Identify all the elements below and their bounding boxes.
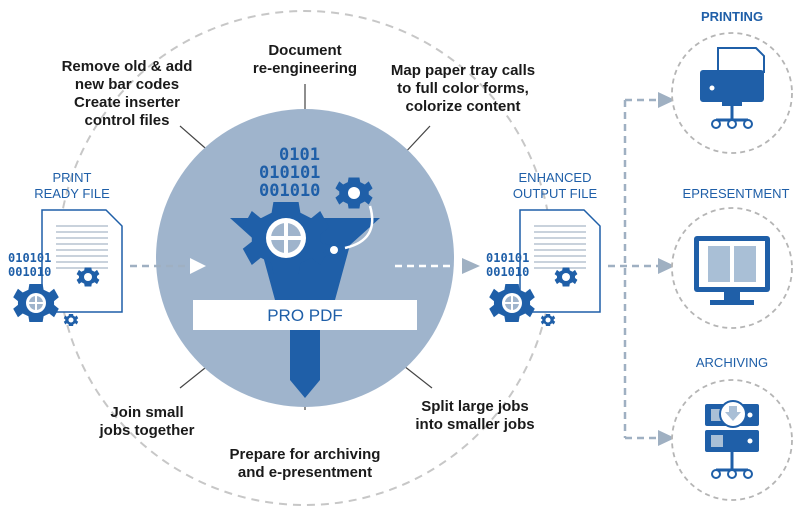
label-split-large-jobs: Split large jobs into smaller jobs	[415, 398, 535, 433]
center-binary-line-3: 001010	[259, 181, 320, 201]
document-icon	[519, 209, 601, 313]
pro-pdf-label: PRO PDF	[267, 306, 343, 325]
label-join-small-jobs: Join small jobs together	[99, 404, 195, 439]
download-icon	[719, 400, 747, 428]
output-binary-line-2: 001010	[486, 265, 529, 279]
funnel-spout	[290, 330, 320, 398]
flow-arrow-out	[395, 258, 480, 274]
distribution-connector	[608, 98, 660, 440]
input-binary-line-1: 010101	[8, 251, 51, 265]
input-file-title: PRINT READY FILE	[34, 170, 110, 201]
center-binary-line-1: 0101	[279, 145, 320, 165]
document-icon	[41, 209, 123, 313]
label-prepare-archiving: Prepare for archiving and e-presentment	[229, 446, 381, 481]
pro-pdf-banner	[193, 300, 417, 330]
label-document-reengineering: Document re-engineering	[252, 42, 358, 77]
printer-icon	[700, 47, 765, 129]
output-binary-line-1: 010101	[486, 251, 529, 265]
output-epresentment-title: EPRESENTMENT	[682, 186, 790, 201]
output-file-title: ENHANCED OUTPUT FILE	[512, 170, 598, 201]
arrow-to-epresentment	[658, 258, 675, 274]
gear-link-arc	[344, 205, 374, 250]
label-map-paper-tray: Map paper tray calls to full color forms…	[390, 62, 536, 115]
center-binary-line-2: 010101	[259, 163, 320, 183]
flow-arrow-in	[130, 258, 206, 274]
output-printing-title: PRINTING	[700, 9, 764, 24]
input-binary-line-2: 001010	[8, 265, 51, 279]
arrow-to-archiving	[658, 430, 675, 446]
arrow-to-printing	[658, 92, 675, 108]
output-archiving-title: ARCHIVING	[695, 355, 769, 370]
monitor-icon	[694, 236, 770, 305]
label-remove-barcodes: Remove old & add new bar codes Create in…	[61, 58, 193, 129]
